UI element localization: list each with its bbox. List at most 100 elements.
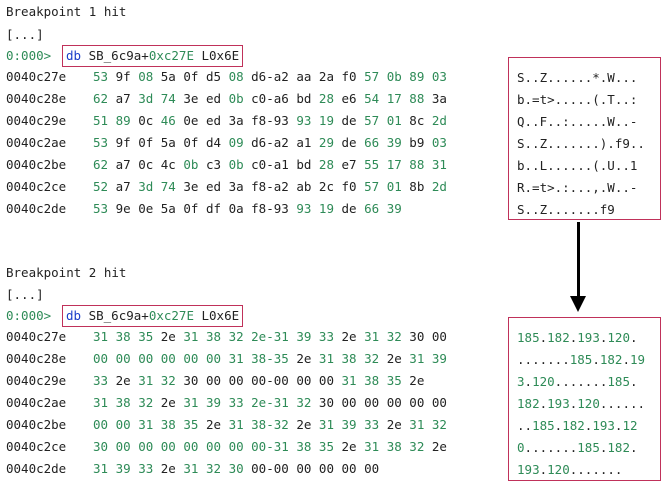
- hex-byte: 33: [228, 395, 244, 410]
- hex-byte: 00: [228, 373, 244, 388]
- hex-byte: 31: [318, 417, 334, 432]
- hex-byte: 3d: [138, 179, 154, 194]
- hex-byte: 31: [183, 461, 199, 476]
- row-address: 0040c27e: [6, 329, 67, 344]
- hex-byte: 39: [386, 135, 402, 150]
- arrow-shaft: [577, 222, 580, 300]
- row-address: 0040c2be: [6, 157, 67, 172]
- hex-byte: 0a: [228, 201, 244, 216]
- hex-byte: 01: [386, 113, 402, 128]
- hex-byte: 2e: [296, 417, 312, 432]
- hex-byte: 32: [296, 395, 312, 410]
- hex-byte: 3e: [183, 91, 199, 106]
- row-address: 0040c2ae: [6, 135, 67, 150]
- breakpoint-1-command[interactable]: db SB_6c9a+0xc27E L0x6E: [62, 45, 244, 67]
- hex-byte: 00-31: [251, 439, 289, 454]
- row-address: 0040c2be: [6, 417, 67, 432]
- hex-byte: ed: [205, 91, 222, 106]
- row-bytes: 51 89 0c 46 0e ed 3a f8-93 93 19 de 57 0…: [93, 111, 447, 131]
- hex-byte: 54: [364, 91, 380, 106]
- hex-byte: 53: [93, 69, 109, 84]
- row-address: 0040c29e: [6, 373, 67, 388]
- hex-byte: 74: [160, 179, 176, 194]
- hex-byte: 31: [341, 373, 357, 388]
- hex-byte: 2e: [160, 329, 176, 344]
- hex-byte: 31: [183, 395, 199, 410]
- row-bytes: 31 38 32 2e 31 39 33 2e-31 32 30 00 00 0…: [93, 393, 447, 413]
- hex-byte: 00: [183, 351, 199, 366]
- hex-byte: 38: [160, 417, 176, 432]
- ascii-line: Q..F..:.....W..-: [517, 114, 638, 129]
- hex-byte: 3e: [183, 179, 199, 194]
- hex-byte: 00-00: [251, 461, 289, 476]
- row-address: 0040c2de: [6, 461, 67, 476]
- hex-byte: 31: [364, 439, 380, 454]
- hex-byte: 2e: [431, 439, 447, 454]
- hex-byte: 39: [431, 351, 447, 366]
- hex-byte: 19: [318, 113, 334, 128]
- hex-byte: ed: [205, 179, 222, 194]
- hex-byte: 88: [409, 157, 425, 172]
- hex-byte: 31: [138, 373, 154, 388]
- breakpoint-2-command[interactable]: db SB_6c9a+0xc27E L0x6E: [62, 305, 244, 327]
- hex-byte: 17: [386, 91, 402, 106]
- hex-byte: e7: [341, 157, 357, 172]
- hex-byte: 31: [364, 329, 380, 344]
- hex-byte: b9: [409, 135, 425, 150]
- hex-byte: 39: [205, 395, 222, 410]
- hex-byte: 33: [364, 417, 380, 432]
- row-bytes: 62 a7 0c 4c 0b c3 0b c0-a1 bd 28 e7 55 1…: [93, 155, 447, 175]
- hex-byte: f8-a2: [251, 179, 289, 194]
- hex-byte: 0b: [386, 69, 402, 84]
- hex-byte: 0b: [228, 157, 244, 172]
- row-bytes: 62 a7 3d 74 3e ed 0b c0-a6 bd 28 e6 54 1…: [93, 89, 447, 109]
- hex-byte: 2e: [205, 417, 222, 432]
- hex-byte: 3d: [138, 91, 154, 106]
- hex-byte: 3a: [431, 91, 447, 106]
- hex-byte: 28: [318, 91, 334, 106]
- hex-byte: 0c: [138, 157, 154, 172]
- hex-byte: 35: [183, 417, 199, 432]
- hex-byte: 30: [93, 439, 109, 454]
- hex-byte: 08: [228, 69, 244, 84]
- hex-byte: 3a: [228, 113, 244, 128]
- hex-byte: 30: [318, 395, 334, 410]
- db-keyword: db: [66, 308, 82, 323]
- hex-byte: 32: [228, 329, 244, 344]
- hex-byte: 38-32: [251, 417, 289, 432]
- hex-byte: 4c: [160, 157, 176, 172]
- hex-byte: 00: [205, 351, 222, 366]
- hex-byte: 62: [93, 91, 109, 106]
- hex-byte: 00: [115, 439, 131, 454]
- breakpoint-1-ascii-box: S..Z......*.W...b.=t>.....(.T..:Q..F..:.…: [508, 57, 661, 220]
- hex-byte: 32: [364, 351, 380, 366]
- row-bytes: 53 9e 0e 5a 0f df 0a f8-93 93 19 de 66 3…: [93, 199, 402, 219]
- hex-byte: 00: [296, 373, 312, 388]
- hex-byte: ed: [205, 113, 222, 128]
- ascii-line: 193.120.......: [517, 462, 623, 477]
- prompt-label: 0:000>: [6, 48, 52, 63]
- hex-byte: 00: [115, 351, 131, 366]
- hex-byte: 01: [386, 179, 402, 194]
- hex-byte: 0b: [228, 91, 244, 106]
- hex-byte: 5a: [160, 69, 176, 84]
- row-bytes: 00 00 31 38 35 2e 31 38-32 2e 31 39 33 2…: [93, 415, 447, 435]
- hex-byte: 38: [364, 373, 380, 388]
- ascii-line: R.=t>.:...,.W..-: [517, 180, 638, 195]
- hex-byte: 31: [431, 157, 447, 172]
- row-address: 0040c2ae: [6, 395, 67, 410]
- hex-byte: 2d: [431, 179, 447, 194]
- hex-byte: 09: [228, 135, 244, 150]
- hex-byte: 33: [138, 461, 154, 476]
- hex-byte: 39: [386, 201, 402, 216]
- row-bytes: 52 a7 3d 74 3e ed 3a f8-a2 ab 2c f0 57 0…: [93, 177, 447, 197]
- hex-byte: 33: [318, 329, 334, 344]
- hex-byte: 39: [341, 417, 357, 432]
- hex-byte: d5: [205, 69, 222, 84]
- hex-byte: d4: [205, 135, 222, 150]
- hex-byte: a7: [115, 179, 131, 194]
- hex-byte: 00-00: [251, 373, 289, 388]
- row-address: 0040c2de: [6, 201, 67, 216]
- ascii-line: 185.182.193.120.: [517, 330, 638, 345]
